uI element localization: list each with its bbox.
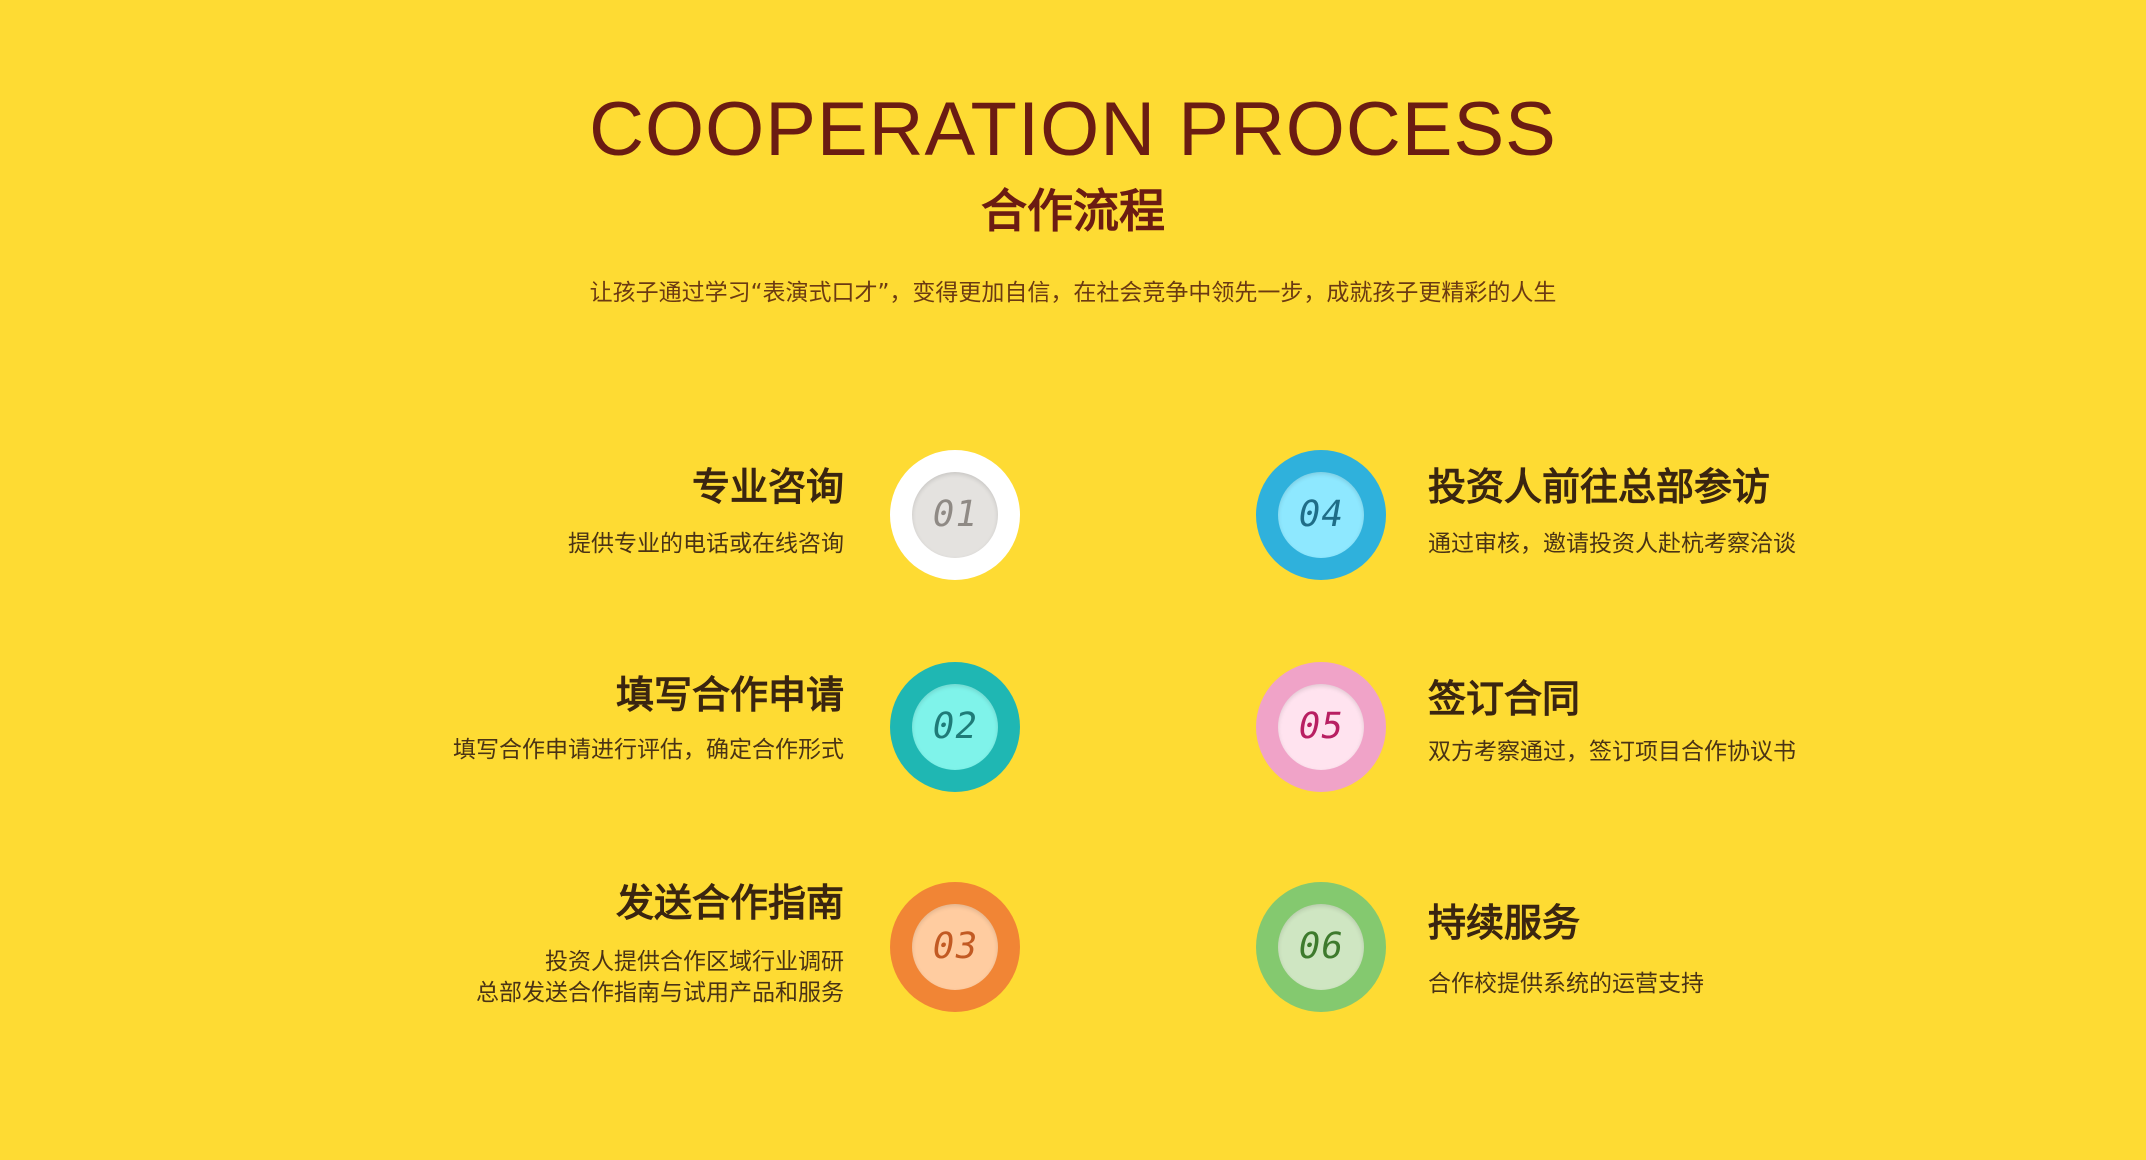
badge-inner-circle [1278,472,1364,558]
step-description: 提供专业的电话或在线咨询 [568,531,844,557]
page-title-english: COOPERATION PROCESS [589,87,1557,172]
step-number-badge: 02 [890,662,1020,792]
step-title: 发送合作指南 [615,881,844,925]
step-number: 06 [1294,926,1348,967]
step-description: 通过审核，邀请投资人赴杭考察洽谈 [1428,531,1796,557]
step-description: 合作校提供系统的运营支持 [1428,971,1704,997]
step-description-line-1: 投资人提供合作区域行业调研 [545,949,844,975]
step-number: 04 [1294,494,1348,535]
step-title: 持续服务 [1428,901,1581,945]
step-number-badge: 01 [890,450,1020,580]
step-description-line-2: 总部发送合作指南与试用产品和服务 [476,980,844,1006]
page-title-chinese: 合作流程 [981,184,1165,238]
step-title: 投资人前往总部参访 [1428,465,1771,509]
step-number: 01 [928,494,982,535]
step-description: 双方考察通过，签订项目合作协议书 [1428,739,1796,765]
step-number: 03 [928,926,982,967]
step-title: 填写合作申请 [615,673,844,717]
page-subtitle: 让孩子通过学习“表演式口才”，变得更加自信，在社会竞争中领先一步，成就孩子更精彩… [589,280,1557,306]
step-number: 05 [1294,706,1348,747]
badge-inner-circle [1278,904,1364,990]
badge-inner-circle [912,472,998,558]
step-number: 02 [928,706,982,747]
step-title: 签订合同 [1428,677,1581,721]
badge-inner-circle [912,904,998,990]
step-number-badge: 06 [1256,882,1386,1012]
badge-inner-circle [912,684,998,770]
step-number-badge: 03 [890,882,1020,1012]
step-description: 填写合作申请进行评估，确定合作形式 [453,737,844,763]
step-title: 专业咨询 [691,465,844,509]
step-number-badge: 05 [1256,662,1386,792]
step-number-badge: 04 [1256,450,1386,580]
badge-inner-circle [1278,684,1364,770]
